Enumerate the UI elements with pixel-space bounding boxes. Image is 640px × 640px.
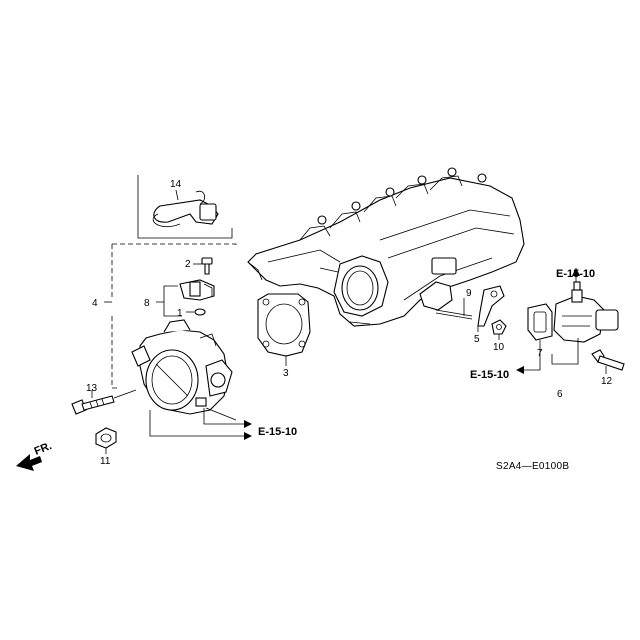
part-13-bolt bbox=[71, 389, 137, 415]
part-14-sensor-harness bbox=[137, 175, 233, 239]
diagram-code: S2A4—E0100B bbox=[496, 461, 569, 472]
part-9-stud bbox=[435, 298, 473, 320]
front-direction-marker: FR. bbox=[16, 440, 54, 471]
callout-14: 14 bbox=[170, 179, 182, 190]
throttle-body bbox=[131, 319, 233, 415]
reference-label-right-mid: E-15-10 bbox=[470, 369, 509, 381]
reference-label-top-right: E-15-10 bbox=[556, 268, 595, 280]
part-7-gasket bbox=[527, 303, 553, 346]
reference-arrow-right-mid bbox=[516, 346, 541, 374]
reference-arrow-bottom-center bbox=[149, 407, 252, 440]
callout-2: 2 bbox=[185, 259, 191, 270]
callout-8: 8 bbox=[144, 298, 150, 309]
part-5-bracket bbox=[477, 285, 505, 332]
part-8-sensor bbox=[156, 279, 215, 317]
callout-12: 12 bbox=[601, 376, 613, 387]
part-10-nut bbox=[491, 319, 507, 340]
callout-7: 7 bbox=[537, 348, 543, 359]
part-12-bolt bbox=[591, 349, 625, 374]
callout-1: 1 bbox=[177, 308, 183, 319]
reference-label-bottom-center: E-15-10 bbox=[258, 426, 297, 438]
callout-3: 3 bbox=[283, 368, 289, 379]
reference-arrow-top-right bbox=[572, 268, 580, 282]
front-marker-label: FR. bbox=[33, 440, 54, 458]
callout-6: 6 bbox=[557, 389, 563, 400]
part-6-iac-valve bbox=[551, 281, 619, 365]
assembly-bracket-4 bbox=[104, 243, 237, 389]
part-2-screw bbox=[193, 257, 213, 275]
part-3-gasket bbox=[257, 293, 311, 366]
callout-4: 4 bbox=[92, 298, 98, 309]
callout-9: 9 bbox=[466, 288, 472, 299]
part-1-o-ring bbox=[186, 308, 206, 316]
callout-11: 11 bbox=[100, 456, 111, 467]
callout-5: 5 bbox=[474, 334, 480, 345]
callout-10: 10 bbox=[493, 342, 505, 353]
part-11-nut bbox=[95, 427, 117, 454]
intake-manifold bbox=[247, 167, 525, 327]
callout-13: 13 bbox=[86, 383, 98, 394]
